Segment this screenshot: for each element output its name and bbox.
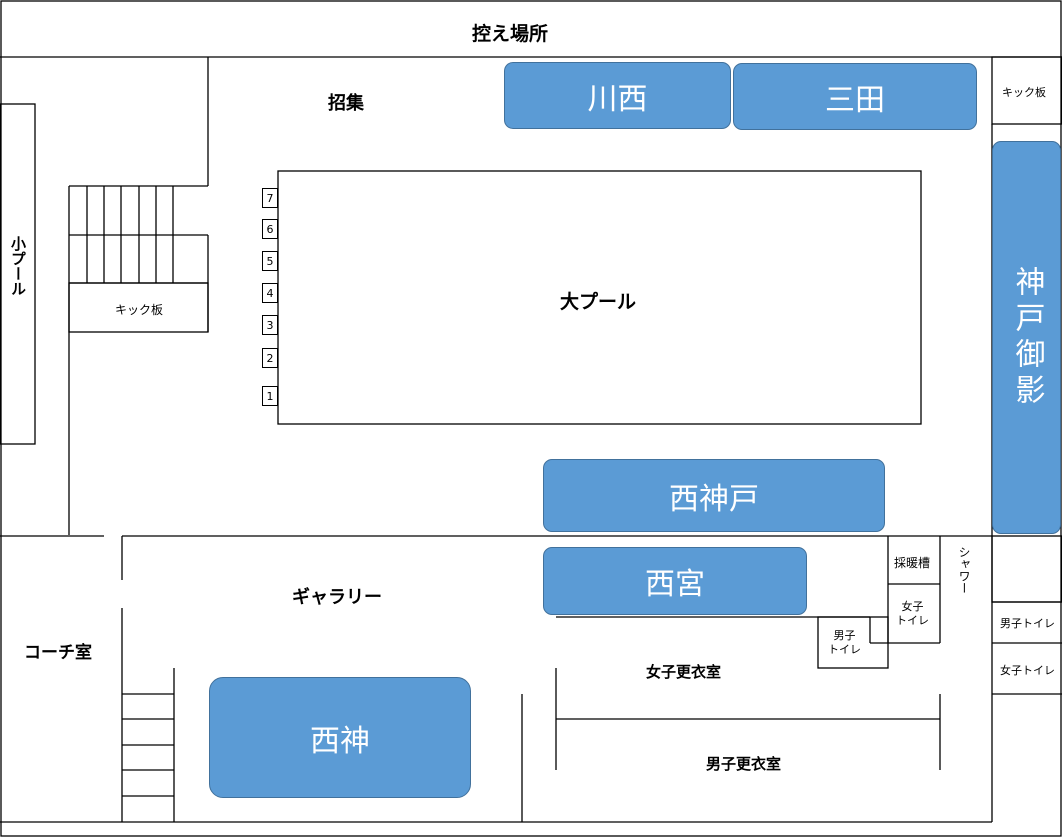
gallery-label: ギャラリー — [292, 587, 382, 608]
team-area-nishinomiya: 西宮 — [543, 547, 807, 615]
heater-label: 採暖槽 — [894, 556, 931, 570]
lane-number: 4 — [262, 283, 278, 303]
team-area-nishikobe: 西神戸 — [543, 459, 885, 532]
small-pool-label: 小プール — [9, 236, 27, 296]
lane-number: 7 — [262, 188, 278, 208]
shower-label: シャワー — [957, 546, 971, 594]
team-area-kobe-mikage: 神戸御影 — [992, 141, 1061, 534]
coach-room-label: コーチ室 — [24, 643, 92, 663]
kick-board-left-label: キック板 — [115, 303, 164, 317]
kick-board-right-label: キック板 — [1002, 86, 1046, 99]
lane-number: 3 — [262, 315, 278, 335]
lane-number: 6 — [262, 219, 278, 239]
team-area-seishin: 西神 — [209, 677, 471, 798]
womens-toilet-a-label: 女子 トイレ — [896, 600, 929, 627]
lane-number: 2 — [262, 348, 278, 368]
mens-toilet-a-label: 男子 トイレ — [828, 629, 861, 656]
waiting-area-label: 控え場所 — [472, 23, 549, 45]
lane-number: 5 — [262, 251, 278, 271]
lane-number: 1 — [262, 386, 278, 406]
team-area-sanda: 三田 — [733, 63, 977, 130]
womens-toilet-b-label: 女子トイレ — [1000, 664, 1055, 677]
womens-locker-label: 女子更衣室 — [646, 663, 722, 681]
mens-locker-label: 男子更衣室 — [706, 755, 782, 773]
call-area-label: 招集 — [328, 93, 364, 114]
big-pool-label: 大プール — [560, 291, 637, 313]
team-area-kawanishi: 川西 — [504, 62, 731, 129]
mens-toilet-b-label: 男子トイレ — [1000, 617, 1055, 630]
